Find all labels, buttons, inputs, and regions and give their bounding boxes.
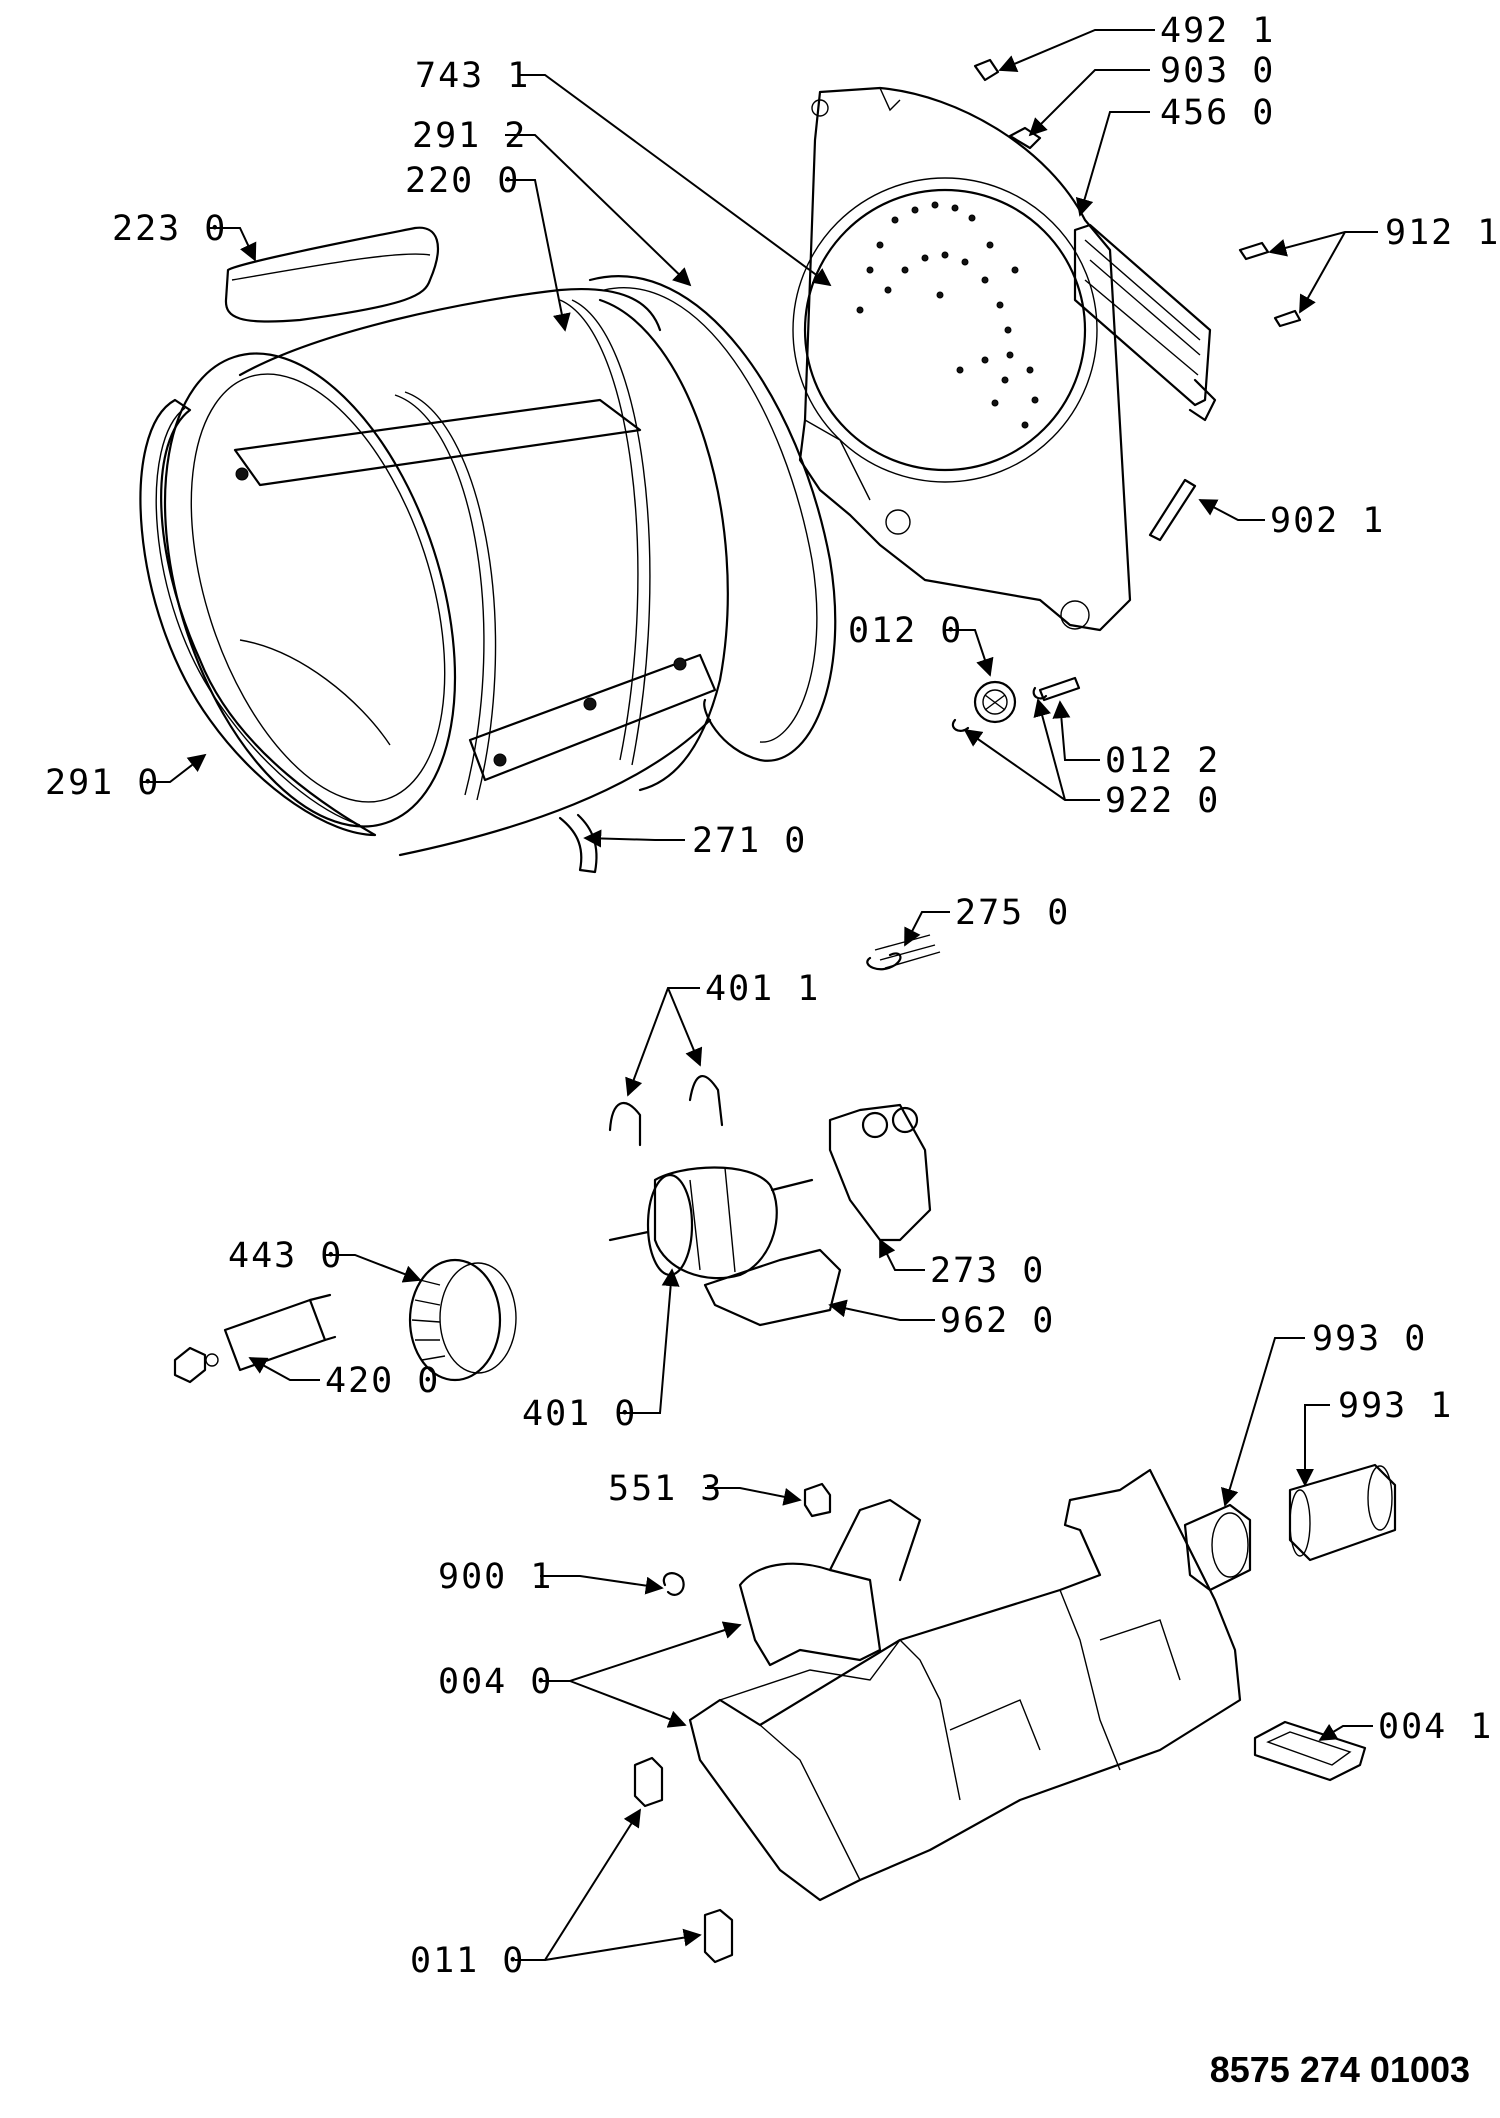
callout-273-0: 273 0 [930,1251,1045,1291]
feet-011-0 [633,1756,734,1964]
callout-223-0: 223 0 [112,209,227,249]
callout-275-0: 275 0 [955,893,1070,933]
blower-wheel-443-0 [408,1258,517,1382]
callout-993-1: 993 1 [1338,1386,1453,1426]
filter-cap-993-0 [1183,1503,1252,1592]
callout-labels: 492 1 903 0 456 0 743 1 291 2 220 0 223 … [45,11,1500,1981]
tension-spring-275-0 [866,934,941,971]
callout-012-2: 012 2 [1105,741,1220,781]
filter-tube-993-1 [1288,1463,1397,1562]
drum-front-seal-291-0 [139,398,377,837]
callout-004-1: 004 1 [1378,1707,1493,1747]
wire-clip-903-0 [1008,126,1042,150]
callout-962-0: 962 0 [940,1301,1055,1341]
callout-743-1: 743 1 [415,56,530,96]
callout-401-0: 401 0 [522,1394,637,1434]
blower-shaft-420-0 [173,1293,337,1384]
callout-011-0: 011 0 [410,1941,525,1981]
callout-004-0: 004 0 [438,1662,553,1702]
callout-401-1: 401 1 [705,969,820,1009]
callout-271-0: 271 0 [692,821,807,861]
callout-902-1: 902 1 [1270,501,1385,541]
leader-lines [140,29,1378,1961]
base-004-0 [688,1468,1242,1902]
thermal-fuse-902-1 [1148,478,1197,542]
sensor-551-3 [803,1482,832,1518]
callout-903-0: 903 0 [1160,51,1275,91]
callout-291-0: 291 0 [45,763,160,803]
thermostat-912-1 [1238,241,1302,328]
callout-551-3: 551 3 [608,1469,723,1509]
callout-291-2: 291 2 [412,116,527,156]
drum-roller-012-0 [973,680,1017,724]
drum-belt-271-0 [558,813,598,874]
callout-922-0: 922 0 [1105,781,1220,821]
document-number: 8575 274 01003 [1210,2049,1470,2090]
motor-clips-401-1 [608,1074,724,1147]
callout-220-0: 220 0 [405,161,520,201]
callout-012-0: 012 0 [848,611,963,651]
motor-cover-962-0 [703,1248,842,1327]
callout-900-1: 900 1 [438,1557,553,1597]
drum-rear-seal-291-2 [588,275,837,762]
thermostat-clip-492-1 [973,58,1000,82]
motor-401-0 [608,1166,814,1280]
callout-456-0: 456 0 [1160,93,1275,133]
roller-shaft-012-2 [1038,676,1081,702]
idler-bracket-273-0 [828,1103,932,1242]
rear-bulkhead-743-1 [792,86,1132,632]
base-cover-004-1 [1253,1720,1367,1782]
callout-420-0: 420 0 [325,1361,440,1401]
callout-492-1: 492 1 [1160,11,1275,51]
callout-993-0: 993 0 [1312,1319,1427,1359]
bulkhead-perforations [856,201,1039,429]
retaining-clip-922-0 [951,686,1048,732]
drum-220-0 [163,288,729,857]
wire-clip-900-1 [662,1572,685,1596]
handle-223-0 [224,226,439,323]
callout-912-1: 912 1 [1385,213,1500,253]
callout-443-0: 443 0 [228,1236,343,1276]
heater-element-456-0 [1073,223,1217,422]
